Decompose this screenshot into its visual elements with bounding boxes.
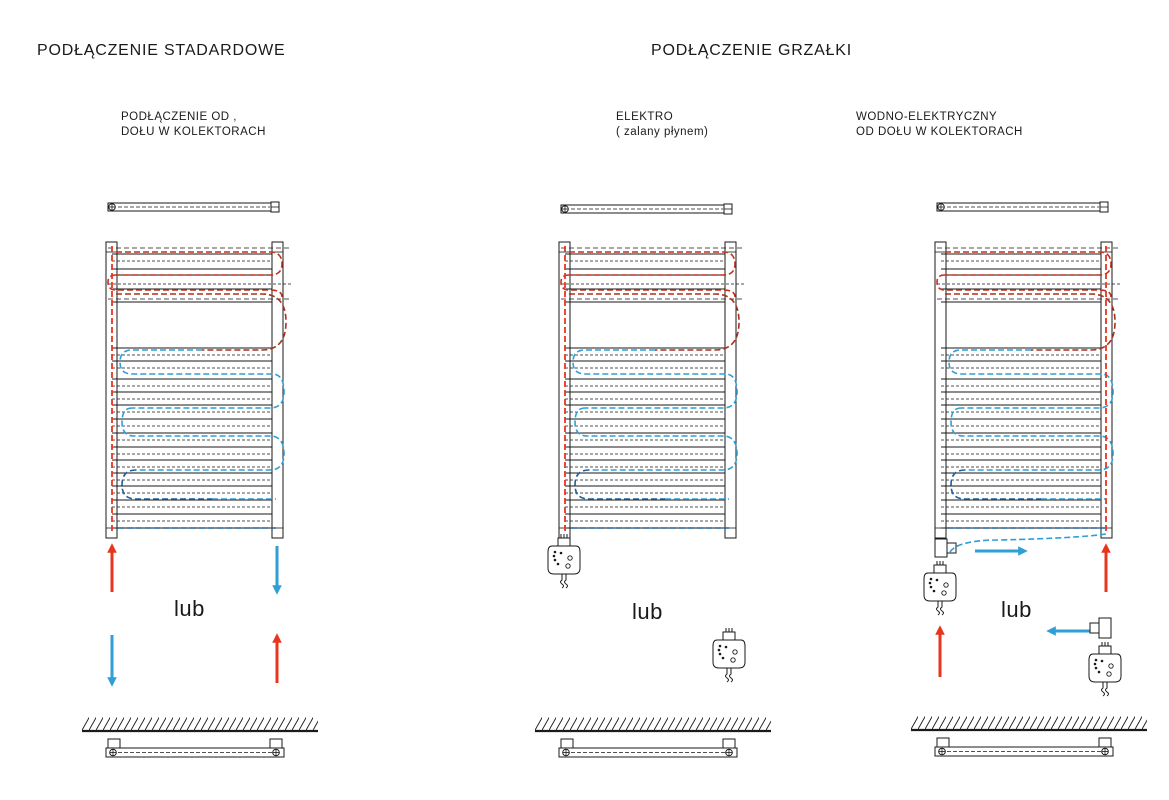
wall-hatching (909, 714, 1149, 732)
heating-element-icon (547, 533, 581, 589)
flow-path (560, 251, 740, 529)
heating-element-icon (1088, 641, 1122, 697)
or-label-panel-1: lub (174, 596, 205, 621)
caption-panel-3-line-1: WODNO-ELEKTRYCZNY (856, 111, 998, 123)
mounting-bracket (558, 738, 738, 758)
flow-path (107, 251, 287, 529)
top-rail (560, 203, 733, 215)
mounting-bracket (105, 738, 285, 758)
wall-hatching (533, 715, 773, 733)
flow-path (936, 251, 1116, 529)
heading-standard-connection: PODŁĄCZENIE STADARDOWE (37, 42, 286, 59)
cold-return-line (949, 533, 1107, 553)
caption-panel-2-line-1: ELEKTRO (616, 111, 674, 123)
heading-heater-connection: PODŁĄCZENIE GRZAŁKI (651, 42, 853, 59)
radiator (935, 242, 1121, 538)
or-label-panel-2: lub (632, 599, 663, 624)
panel-electric (533, 203, 773, 758)
panel-water-electric (909, 201, 1149, 757)
heating-element-icon (712, 627, 746, 683)
radiator (106, 242, 292, 538)
caption-panel-1-line-2: DOŁU W KOLEKTORACH (121, 126, 266, 138)
mounting-bracket (934, 737, 1114, 757)
caption-panel-2-line-2: ( zalany płynem) (616, 126, 709, 138)
caption-panel-1-line-1: PODŁĄCZENIE OD , (121, 111, 237, 123)
or-label-panel-3: lub (1001, 597, 1032, 622)
caption-panel-3-line-2: OD DOŁU W KOLEKTORACH (856, 126, 1023, 138)
radiator (559, 242, 745, 538)
panel-standard (80, 201, 320, 758)
wall-hatching (80, 715, 320, 733)
top-rail (107, 201, 280, 213)
top-rail (936, 201, 1109, 213)
heating-element-icon (923, 560, 957, 616)
